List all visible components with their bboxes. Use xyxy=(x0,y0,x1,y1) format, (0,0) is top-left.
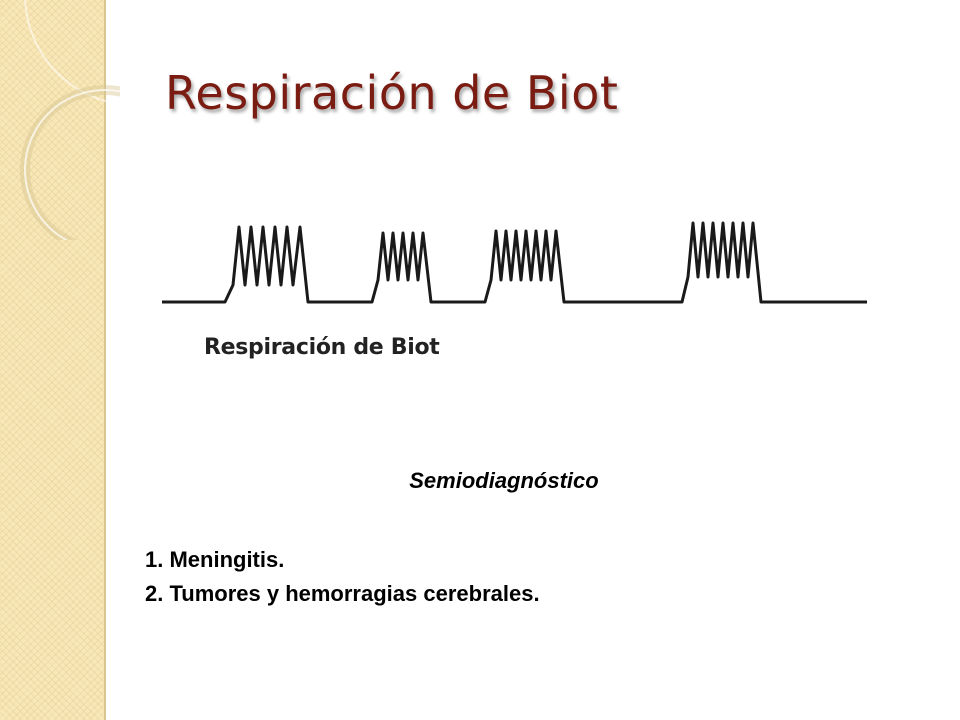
decorative-circles xyxy=(20,0,120,240)
slide-title: Respiración de Biot xyxy=(165,66,619,120)
list-item: 2. Tumores y hemorragias cerebrales. xyxy=(145,581,540,606)
biot-breathing-waveform xyxy=(162,221,867,304)
decorative-side-band xyxy=(0,0,106,720)
diagnosis-list: 1. Meningitis. 2. Tumores y hemorragias … xyxy=(145,543,540,611)
subheading: Semiodiagnóstico xyxy=(409,468,599,493)
figure-caption: Respiración de Biot xyxy=(204,335,440,360)
list-item: 1. Meningitis. xyxy=(145,547,285,572)
